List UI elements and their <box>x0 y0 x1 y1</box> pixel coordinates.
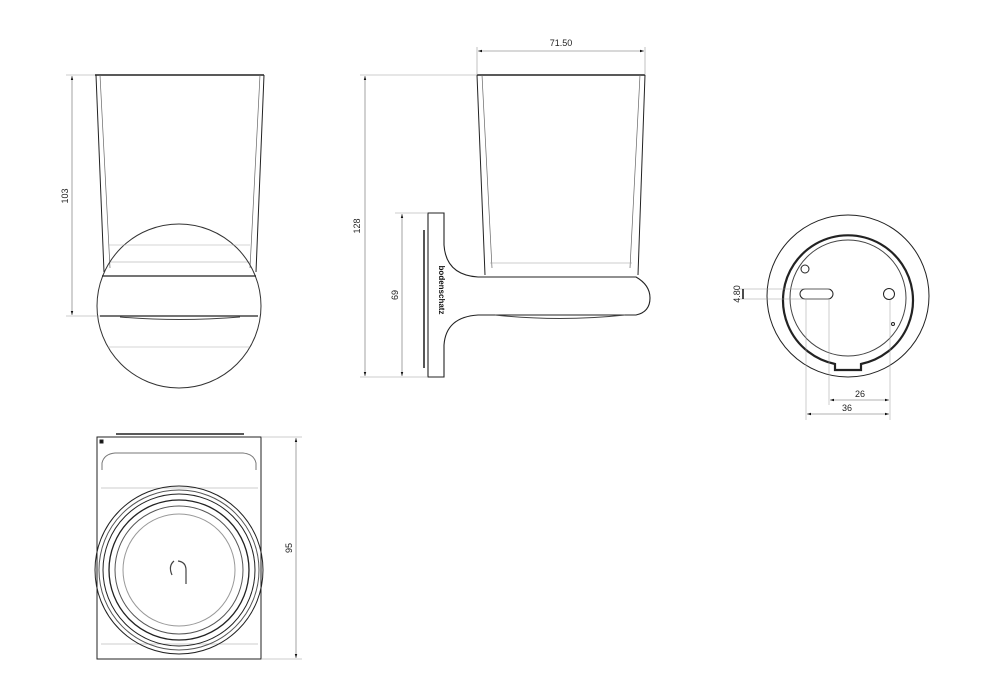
dim-top-depth: 95 <box>284 543 294 553</box>
side-view <box>360 47 651 378</box>
dim-hole-spacing-inner: 26 <box>855 389 865 399</box>
dim-slot-width: 4.80 <box>732 285 742 303</box>
dim-side-height: 128 <box>352 218 362 233</box>
dim-hole-spacing-outer: 36 <box>842 403 852 413</box>
top-view <box>94 433 302 660</box>
dim-side-width: 71.50 <box>550 38 573 48</box>
dim-plate-height: 69 <box>390 290 400 300</box>
brand-label: bodenschatz <box>437 266 446 315</box>
front-view <box>66 74 265 389</box>
wall-plate-back-view <box>740 214 930 420</box>
dim-front-height: 103 <box>60 188 70 203</box>
